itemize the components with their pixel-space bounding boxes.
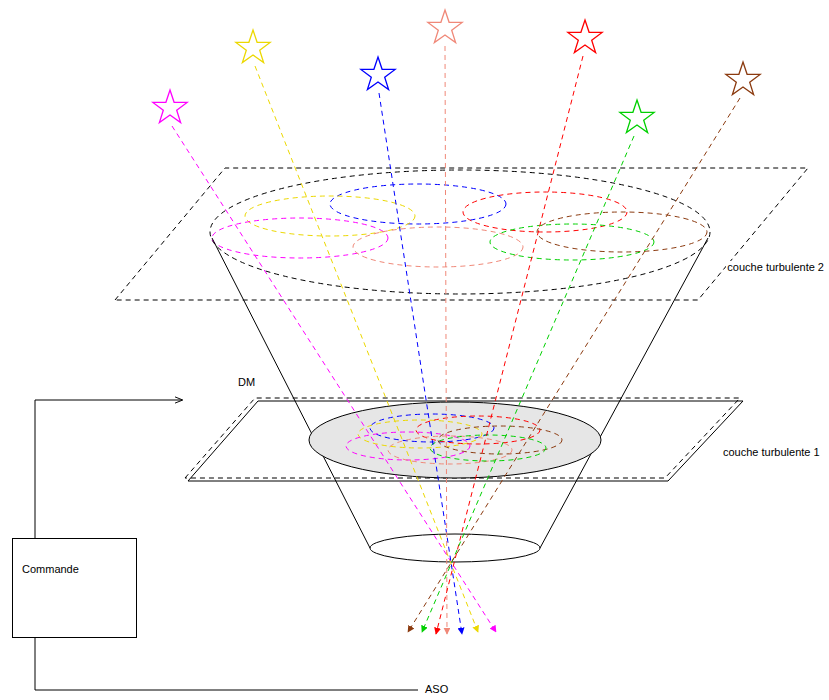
deformable-mirror xyxy=(309,402,601,478)
signal-label: ASO xyxy=(424,683,449,696)
light-ray xyxy=(255,66,478,632)
layer-plane-outline xyxy=(115,168,808,300)
light-ray xyxy=(445,46,447,634)
dm-plane-outline xyxy=(188,401,743,481)
box-label: Commande xyxy=(13,539,136,575)
guide-star xyxy=(620,100,654,133)
beam-footprint xyxy=(463,192,627,232)
field-ellipse xyxy=(210,170,710,294)
light-ray xyxy=(436,56,583,634)
guide-star xyxy=(361,57,395,90)
guide-star xyxy=(236,30,270,63)
beam-footprint xyxy=(245,196,415,236)
beam-footprint xyxy=(330,184,506,224)
turbulent-layer-plane xyxy=(115,168,808,300)
beam-footprint xyxy=(537,212,707,252)
light-ray xyxy=(408,98,740,632)
layer-label: couche turbulente 2 xyxy=(726,261,825,274)
guide-star xyxy=(153,90,187,123)
command-wire xyxy=(35,400,182,538)
control-box: Commande xyxy=(12,538,137,638)
signal-label: DM xyxy=(237,376,256,389)
beam-footprints-layer-2 xyxy=(212,184,707,267)
guide-star xyxy=(726,62,760,95)
beam-footprint xyxy=(388,436,512,464)
telescope-cone xyxy=(212,238,708,562)
sensor-wire xyxy=(35,638,418,690)
beam-footprint xyxy=(490,224,654,260)
light-ray xyxy=(172,126,496,632)
beam-footprint xyxy=(353,227,523,267)
turbulent-layer-plane xyxy=(185,398,743,481)
guide-stars xyxy=(153,10,760,133)
beam-footprint xyxy=(212,218,388,258)
guide-star-rays xyxy=(172,46,740,634)
layer-plane-outline xyxy=(185,398,740,478)
beam-footprint xyxy=(430,435,546,461)
guide-star xyxy=(428,10,462,43)
beam-footprints-layer-1 xyxy=(346,414,562,464)
light-ray xyxy=(379,93,462,634)
guide-star xyxy=(568,20,602,53)
layer-label: couche turbulente 1 xyxy=(722,446,821,459)
cone-edge xyxy=(212,238,370,548)
beam-footprint xyxy=(416,416,540,444)
beam-footprint xyxy=(438,426,562,454)
